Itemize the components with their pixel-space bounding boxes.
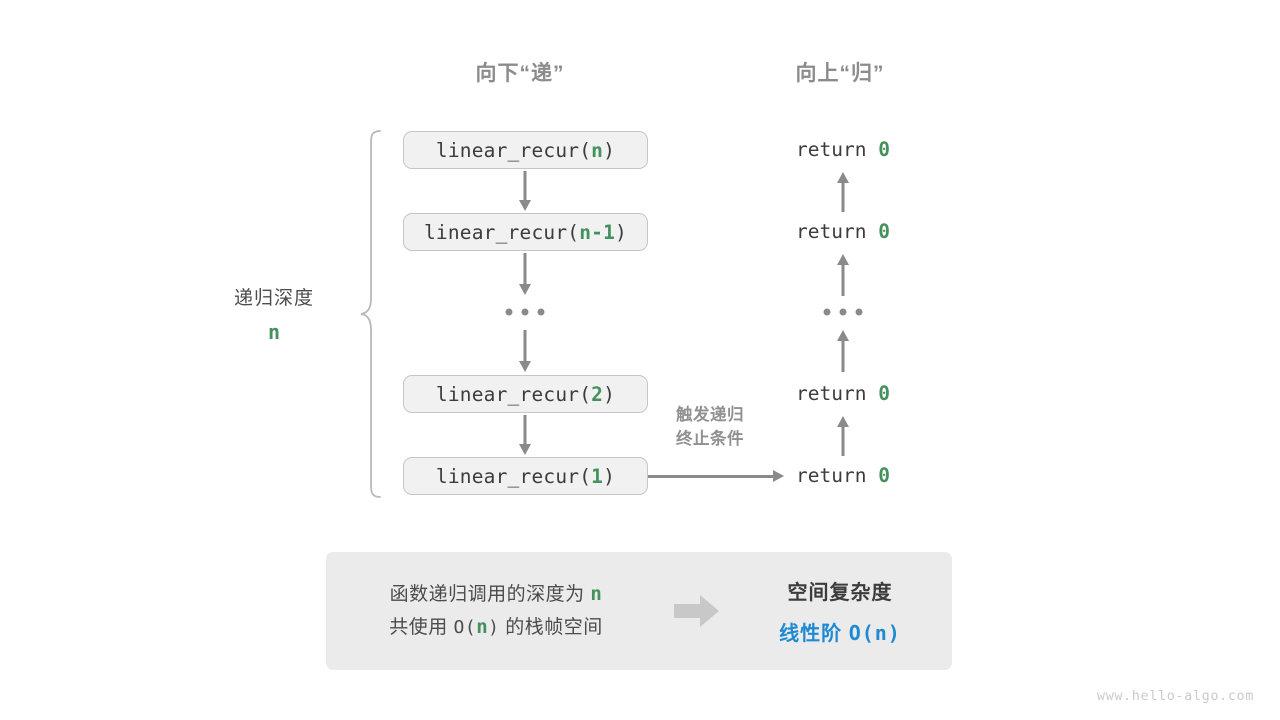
summary-conclusion-value: 线性阶 O(n) <box>728 617 952 646</box>
call-box-arg: n-1 <box>579 220 616 244</box>
call-box-prefix: linear_recur( <box>435 382 592 406</box>
summary-conclusion-value-bigo: O(n) <box>848 621 901 645</box>
return-stack-ellipsis <box>823 308 863 316</box>
call-box-suffix: ) <box>603 464 616 488</box>
call-stack-ellipsis <box>505 308 545 316</box>
call-box-1[interactable]: linear_recur(1) <box>403 457 648 495</box>
recursion-depth-variable: n <box>267 320 281 344</box>
call-box-prefix: linear_recur( <box>435 464 592 488</box>
arrow-up-4 <box>833 416 853 456</box>
return-value: 0 <box>878 220 890 243</box>
base-case-note-line1: 触发递归 <box>676 406 744 424</box>
return-label-3: return 0 <box>796 382 890 405</box>
call-box-arg: 1 <box>591 464 604 488</box>
summary-line-2: 共使用 O(n) 的栈帧空间 <box>326 611 666 644</box>
summary-line-1-variable: n <box>590 582 603 605</box>
call-box-suffix: ) <box>603 382 616 406</box>
column-header-descend: 向下“递” <box>475 62 565 85</box>
return-value: 0 <box>878 138 890 161</box>
arrow-down-2 <box>515 253 535 295</box>
return-label-1: return 0 <box>796 138 890 161</box>
summary-line-2-text-a: 共使用 <box>389 617 448 638</box>
arrow-base-case <box>648 469 784 483</box>
return-label-4: return 0 <box>796 464 890 487</box>
summary-conclusion: 空间复杂度 线性阶 O(n) <box>728 576 952 646</box>
block-right-arrow-icon <box>666 594 728 628</box>
return-label-2: return 0 <box>796 220 890 243</box>
arrow-up-2 <box>833 254 853 296</box>
return-value: 0 <box>878 382 890 405</box>
call-box-prefix: linear_recur( <box>423 220 580 244</box>
arrow-up-1 <box>833 172 853 212</box>
call-box-n[interactable]: linear_recur(n) <box>403 131 648 169</box>
call-box-n-minus-1[interactable]: linear_recur(n-1) <box>403 213 648 251</box>
watermark: www.hello-algo.com <box>1096 688 1254 704</box>
summary-conclusion-value-cn: 线性阶 <box>779 623 843 645</box>
summary-line-2-text-b: 的栈帧空间 <box>505 617 603 638</box>
summary-line-2-bigo-open: O( <box>453 617 477 638</box>
recursion-depth-brace <box>360 130 381 498</box>
call-box-2[interactable]: linear_recur(2) <box>403 375 648 413</box>
return-value: 0 <box>878 464 890 487</box>
base-case-note: 触发递归 终止条件 <box>676 404 744 452</box>
base-case-note-line2: 终止条件 <box>676 429 744 448</box>
summary-line-1-text: 函数递归调用的深度为 <box>389 583 585 605</box>
call-box-prefix: linear_recur( <box>435 138 592 162</box>
column-header-ascend: 向上“归” <box>795 62 885 85</box>
return-keyword: return <box>796 382 867 405</box>
return-keyword: return <box>796 138 867 161</box>
recursion-depth-text: 递归深度 <box>233 288 315 309</box>
recursion-depth-label: 递归深度 n <box>234 283 314 344</box>
summary-line-2-bigo-close: ) <box>488 617 500 638</box>
return-keyword: return <box>796 464 867 487</box>
summary-line-2-variable: n <box>476 616 489 638</box>
return-keyword: return <box>796 220 867 243</box>
summary-description: 函数递归调用的深度为 n 共使用 O(n) 的栈帧空间 <box>326 578 666 645</box>
call-box-arg: n <box>591 138 604 162</box>
arrow-down-1 <box>515 171 535 211</box>
arrow-down-3 <box>515 330 535 372</box>
arrow-down-4 <box>515 415 535 455</box>
summary-line-1: 函数递归调用的深度为 n <box>326 578 666 611</box>
call-box-suffix: ) <box>603 138 616 162</box>
call-box-suffix: ) <box>615 220 627 244</box>
summary-panel: 函数递归调用的深度为 n 共使用 O(n) 的栈帧空间 空间复杂度 线性阶 O(… <box>326 552 952 670</box>
summary-conclusion-title: 空间复杂度 <box>787 582 893 604</box>
call-box-arg: 2 <box>591 382 604 406</box>
arrow-up-3 <box>833 330 853 372</box>
